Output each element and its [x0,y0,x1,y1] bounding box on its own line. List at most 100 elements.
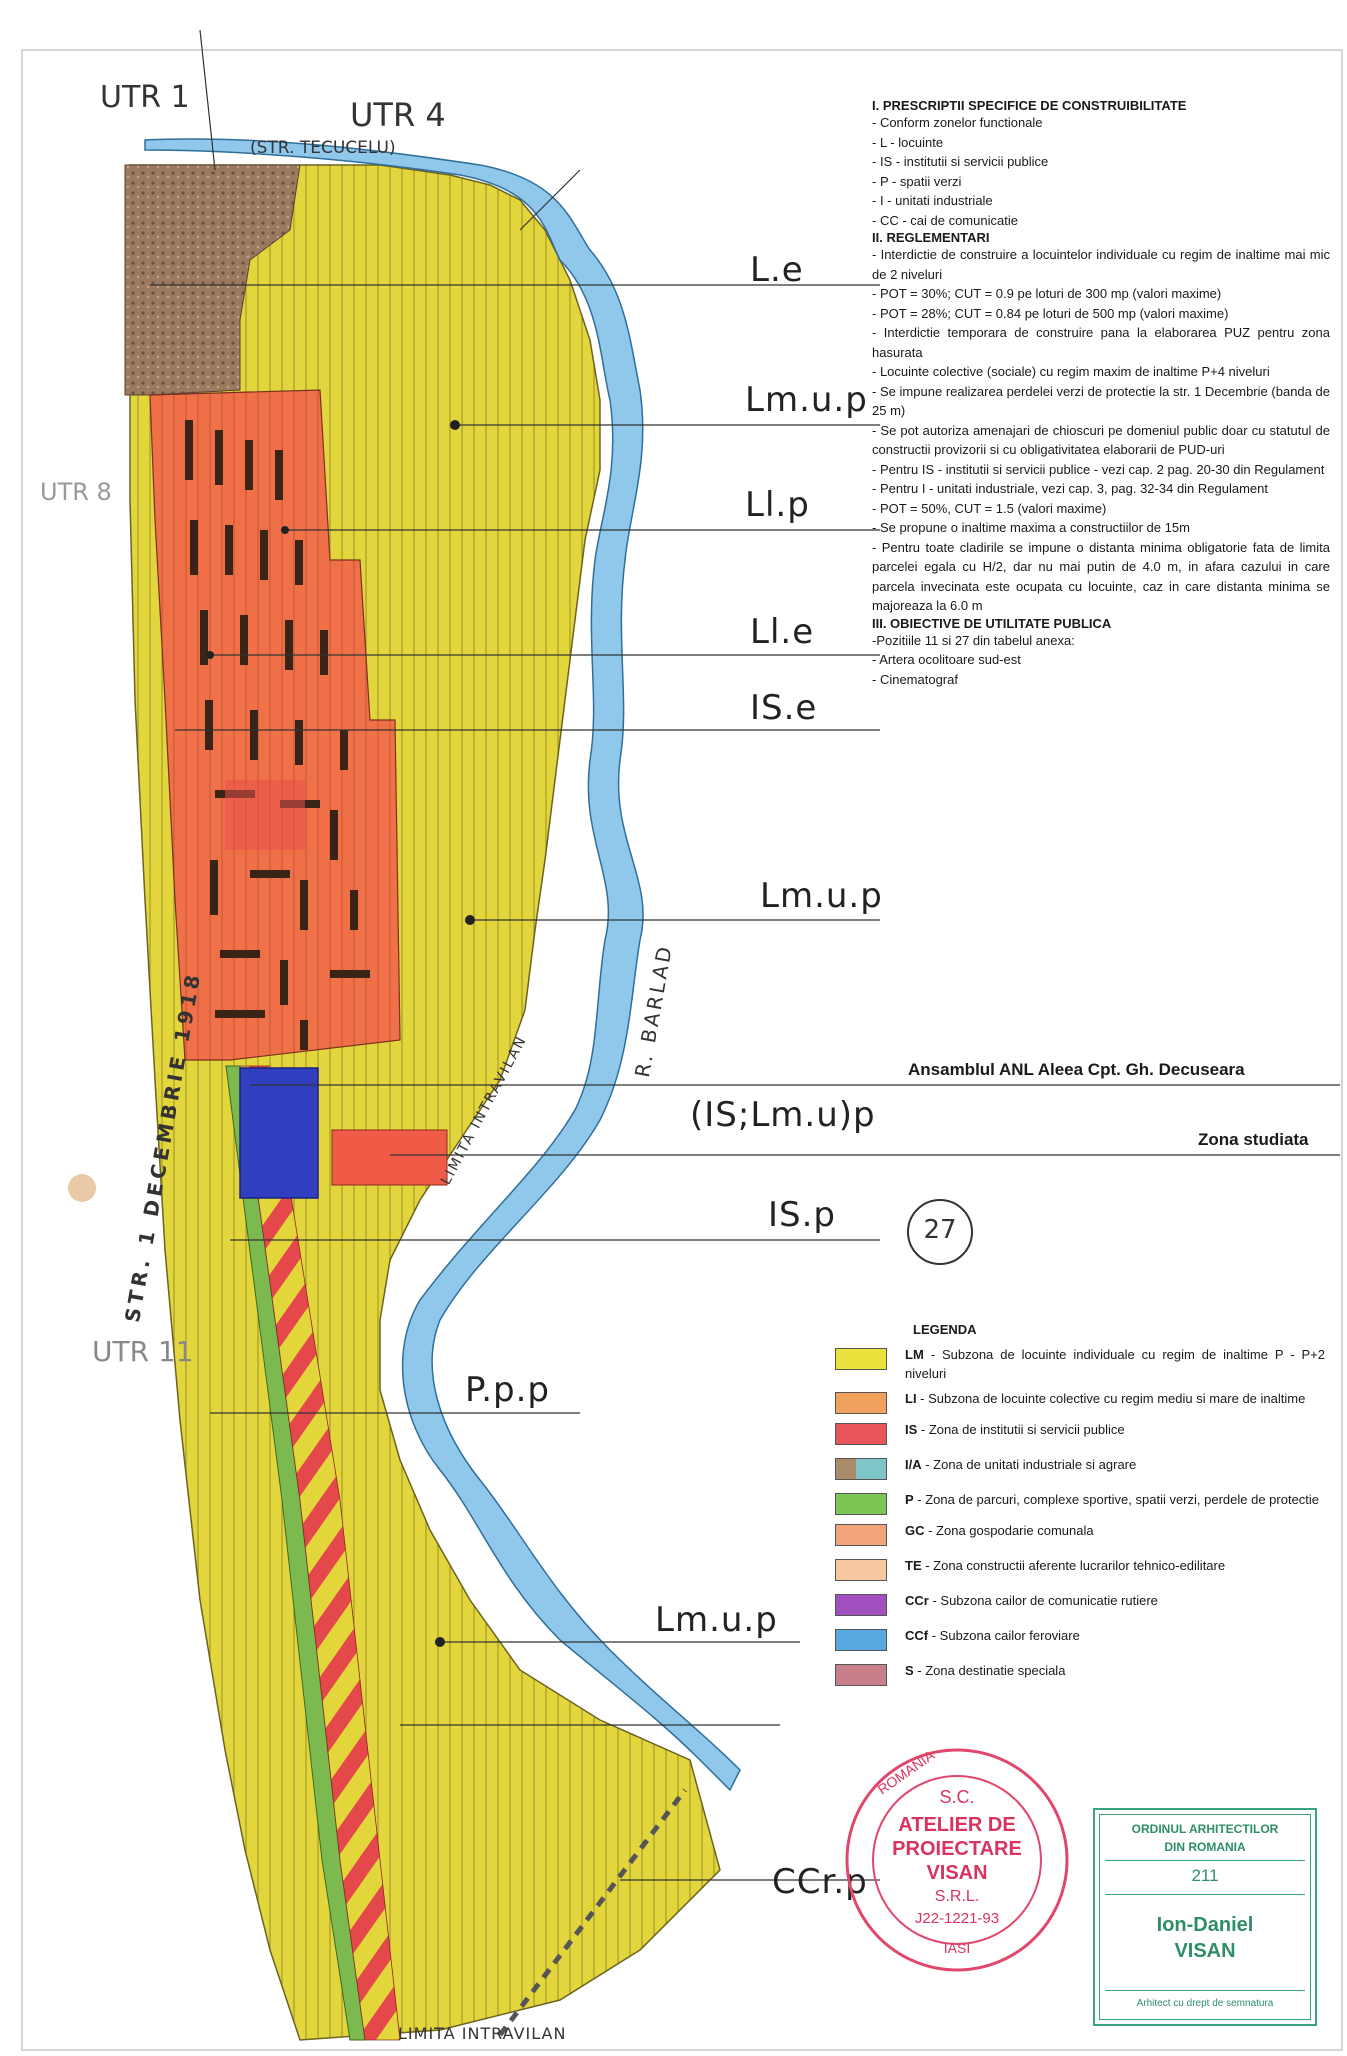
legend-item: CCr - Subzona cailor de comunicatie ruti… [835,1591,1335,1616]
stamp-line3: PROIECTARE [892,1838,1022,1860]
stamp-line6: J22-1221-93 [915,1910,999,1927]
limit-bottom-label: LIMITA INTRAVILAN [398,2024,567,2043]
prescription-line: - Pentru toate cladirile se impune o dis… [872,539,1330,614]
legend-swatch [835,1493,887,1515]
legend-swatch [835,1629,887,1651]
zone-llp-label: Ll.p [745,485,810,525]
legend-item: LM - Subzona de locuinte individuale cu … [835,1345,1335,1383]
stamp-bottom-arc: IASI [944,1940,970,1956]
zone-lmup-2-label: Lm.u.p [760,876,883,916]
prescription-line: - Interdictie de construire a locuintelo… [872,247,1330,282]
legend-swatch [835,1423,887,1445]
prescription-line: -Pozitiile 11 si 27 din tabelul anexa: [872,632,1075,648]
prescription-line: - Se impune realizarea perdelei verzi de… [872,383,1330,419]
legend-description: - Zona de unitati industriale si agrare [921,1457,1137,1472]
zone-le-label: L.e [750,250,804,290]
section3-title: III. OBIECTIVE DE UTILITATE PUBLICA [872,615,1112,631]
margin-spot [68,1174,96,1202]
company-round-stamp: ROMANIA S.C. ATELIER DE PROIECTARE VISAN… [845,1746,1069,1972]
legend-title: LEGENDA [913,1322,977,1337]
legend-description: - Zona de parcuri, complexe sportive, sp… [913,1492,1320,1507]
legend-code: LM [905,1347,924,1362]
legend-text: S - Zona destinatie speciala [905,1661,1325,1680]
zona-studiata-label: Zona studiata [1198,1130,1309,1149]
hatched-temporary-ban-strip [239,1065,401,2041]
railway-line [498,1788,687,2037]
legend-description: - Zona gospodarie comunala [924,1523,1094,1538]
utr1-label: UTR 1 [100,80,190,115]
legend-item: LI - Subzona de locuinte colective cu re… [835,1389,1335,1414]
legend-text: P - Zona de parcuri, complexe sportive, … [905,1490,1325,1509]
blue-studied-zone [239,1067,319,1199]
legend-item: IS - Zona de institutii si servicii publ… [835,1420,1335,1445]
prescription-line: - Pentru I - unitati industriale, vezi c… [872,481,1268,496]
legend-swatch [835,1594,887,1616]
zone-isp-label: IS.p [768,1195,836,1235]
legend-item: I/A - Zona de unitati industriale si agr… [835,1455,1335,1480]
prescription-line: - Se pot autoriza amenajari de chioscuri… [872,422,1330,458]
legend-block: LEGENDA LM - Subzona de locuinte individ… [835,1322,1335,1696]
utr11-label: UTR 11 [92,1335,194,1368]
square-stamp-name1: Ion-Daniel [1156,1914,1254,1936]
architect-square-stamp: ORDINUL ARHITECTILOR DIN ROMANIA 211 Ion… [1093,1808,1317,2026]
prescription-line: - Interdictie temporara de construire pa… [872,325,1330,360]
sheet-border [21,49,1343,2051]
legend-swatch [835,1348,887,1370]
legend-code: IS [905,1422,918,1437]
legend-text: LM - Subzona de locuinte individuale cu … [905,1345,1325,1383]
zone-ise-label: IS.e [750,688,818,728]
prescription-line: - CC - cai de comunicatie [872,212,1018,228]
legend-swatch [835,1524,887,1546]
prescription-line: - Cinematograf [872,671,958,687]
legend-text: GC - Zona gospodarie comunala [905,1521,1325,1540]
square-stamp-footer: Arhitect cu drept de semnatura [1136,1998,1274,2009]
section2-list: - Interdictie de construire a locuintelo… [872,245,1330,616]
legend-item: TE - Zona constructii aferente lucrarilo… [835,1556,1335,1581]
barlad-river [144,138,741,1792]
zone-lmup-3-label: Lm.u.p [655,1600,778,1640]
stamp-line5: S.R.L. [935,1888,979,1905]
stamp-line2: ATELIER DE [898,1814,1015,1836]
section1-title: I. PRESCRIPTII SPECIFICE DE CONSTRUIBILI… [872,98,1187,113]
legend-description: - Zona destinatie speciala [913,1663,1066,1678]
zone-ccrp-label: CCr.p [772,1862,868,1902]
legend-text: CCr - Subzona cailor de comunicatie ruti… [905,1591,1325,1610]
leader-lines [150,29,1340,1881]
legend-item: GC - Zona gospodarie comunala [835,1521,1335,1546]
prescription-line: - IS - institutii si servicii publice [872,154,1049,169]
legend-text: CCf - Subzona cailor feroviare [905,1626,1325,1645]
legend-swatch [835,1392,887,1414]
prescription-line: - POT = 28%; CUT = 0.84 pe loturi de 500… [872,305,1229,321]
legend-text: LI - Subzona de locuinte colective cu re… [905,1389,1325,1408]
street-top-label: (STR. TECUCELU) [250,138,396,158]
prescription-line: - Conform zonelor functionale [872,115,1043,130]
prescription-line: - I - unitati industriale [872,193,993,208]
section3-list: -Pozitiile 11 si 27 din tabelul anexa: - … [872,631,1330,690]
square-stamp-line1: ORDINUL ARHITECTILOR [1131,1822,1279,1836]
zone-is-lmu-label: (IS;Lm.u)p [690,1095,876,1135]
prescription-line: - POT = 50%, CUT = 1.5 (valori maxime) [872,500,1107,516]
legend-code: LI [905,1391,917,1406]
label-dots [206,420,475,1647]
legend-item: S - Zona destinatie speciala [835,1661,1335,1686]
utr4-label: UTR 4 [350,96,446,134]
zone-lmup-1-label: Lm.u.p [745,380,868,420]
legend-text: I/A - Zona de unitati industriale si agr… [905,1455,1325,1474]
legend-description: - Zona de institutii si servicii publice [917,1422,1125,1437]
legend-code: TE [905,1558,922,1573]
legend-code: P [905,1492,914,1507]
legend-code: S [905,1663,914,1678]
section2-title: II. REGLEMENTARI [872,230,990,245]
prescription-line: - Pentru IS - institutii si servicii pub… [872,461,1325,477]
legend-code: CCf [905,1628,929,1643]
prescription-line: - P - spatii verzi [872,173,962,189]
objective-27-number: 27 [923,1215,957,1245]
legend-item: CCf - Subzona cailor feroviare [835,1626,1335,1651]
legend-description: - Subzona de locuinte individuale cu reg… [905,1347,1325,1381]
legend-description: - Subzona cailor de comunicatie rutiere [928,1593,1158,1608]
legend-item: P - Zona de parcuri, complexe sportive, … [835,1490,1335,1515]
legend-items: LM - Subzona de locuinte individuale cu … [835,1345,1335,1686]
red-studied-plot [331,1129,448,1186]
